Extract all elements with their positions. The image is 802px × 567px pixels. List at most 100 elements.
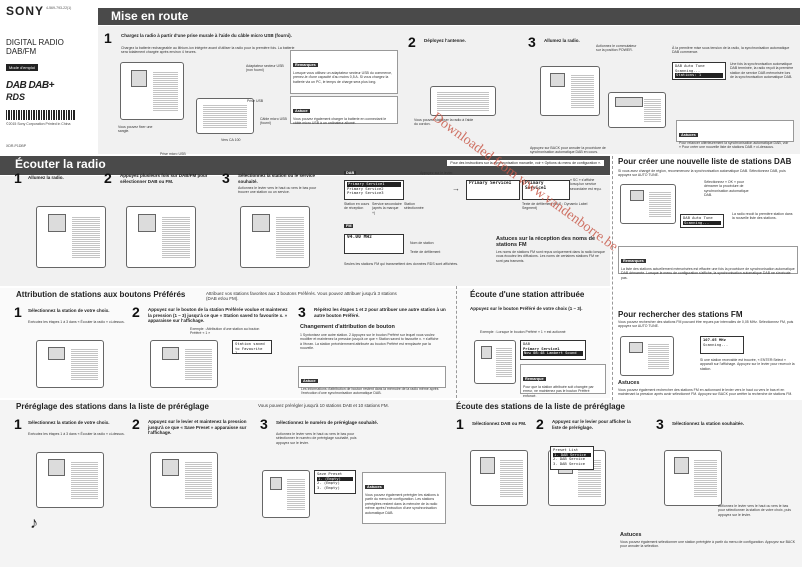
lcd-create-list-line2: Scanning...: [683, 220, 721, 226]
preset-step1-number: 1: [14, 304, 22, 320]
lcd-dab-list-row3: Primary Service3: [347, 190, 384, 196]
setup-tip-title: Astuce: [293, 109, 310, 113]
preset-title: Attribution de stations aux boutons Préf…: [16, 290, 186, 299]
setup-remarks-title: Remarques: [293, 63, 318, 67]
lcd-favourite-dls: Now 08:48 Lambert Sound: [523, 351, 583, 356]
plisten-title: Écoute des stations de la liste de préré…: [456, 402, 625, 411]
lcd-favourite-band: DAB: [523, 341, 530, 346]
preset-step1-note: Exécutez les étapes 1 à 3 dans « Écouter…: [28, 320, 125, 324]
preset-step3-text: Répétez les étapes 1 et 2 pour attribuer…: [314, 307, 446, 318]
label-usb-socket: Prise USB: [247, 99, 264, 103]
preset-step3-number: 3: [298, 304, 306, 320]
plisten-step2-text: Appuyez sur le levier pour afficher la l…: [552, 419, 631, 430]
lcd-preset-list: Preset List 1. DAB Service 2. DAB Servic…: [550, 446, 594, 470]
setup-tips-box: Astuces Pour relancer ultérieurement la …: [676, 120, 794, 149]
lcd-dab-playing-name: Primary Service1: [469, 181, 512, 186]
dab-label-selected: Station sélectionnée: [404, 202, 424, 211]
create-remarks-title: Remarques: [621, 259, 646, 263]
radio-illustration-power: [540, 66, 600, 116]
divider: [612, 156, 613, 400]
lcd-favourite: DAB Primary Service1 Now 08:48 Lambert S…: [520, 340, 586, 360]
lcd-dab-list-row2: Primary Service2: [347, 185, 384, 191]
lcd-auto-tune-line1: DAB Auto Tune: [675, 63, 705, 68]
radio-illustration-plisten3: [664, 450, 722, 506]
dab-label-dls: Texte de défilement (DLS : Dynamic Label…: [522, 202, 588, 211]
dab-label-secondary: Service secondaire (après la marque +): [372, 202, 402, 215]
lcd-fm-search-status: Scanning...: [703, 341, 729, 347]
setup-step1-note: Chargez la batterie rechargeable au lith…: [121, 46, 295, 55]
document-number: 4-569-793-22(1): [46, 6, 72, 10]
lcd-create-list: DAB Auto Tune Scanning...: [680, 214, 724, 228]
radio-illustration-plist3: [262, 470, 310, 518]
lcd-dab-list-row1: Primary Service1: [347, 181, 401, 187]
lcd-auto-tune-line2: Scanning...: [675, 67, 701, 73]
radio-illustration-preset2: [150, 340, 218, 388]
lcd-fm-search: 107.05 MHz Scanning...: [700, 336, 744, 354]
listen-step3-note: Actionnez le levier vers le haut ou vers…: [238, 186, 317, 195]
plisten-step2-number: 2: [536, 416, 544, 432]
fm-rds-note: Seules les stations FM qui transmettent …: [344, 262, 459, 266]
setup-tips-text: Pour relancer ultérieurement la synchron…: [679, 141, 789, 150]
listen-manual-note: Pour des instructions sur la synchronisa…: [447, 160, 604, 166]
setup-step3-number: 3: [528, 34, 536, 50]
radio-illustration-charge: [120, 62, 184, 120]
preset-tip-text: Les informations d'attribution de bouton…: [301, 387, 439, 396]
setup-step1-text: Chargez la radio à partir d'une prise mu…: [121, 33, 292, 38]
fm-label-station-name: Nom de station: [410, 241, 434, 245]
listen-step1-number: 1: [14, 170, 22, 186]
setup-step1-number: 1: [104, 30, 112, 46]
preset-list-title: Préréglage des stations dans la liste de…: [16, 402, 209, 411]
fm-label-scroll-text: Texte de défilement: [410, 250, 441, 254]
language-badge: Mode d'emploi: [6, 64, 38, 71]
setup-step2-number: 2: [408, 34, 416, 50]
radio-illustration-back: [608, 92, 666, 128]
lcd-fm-frequency: 94.00 MHz: [347, 235, 372, 240]
plist-step2-number: 2: [132, 416, 140, 432]
plisten-step1-text: Sélectionnez DAB ou FM.: [472, 421, 527, 426]
lcd-create-list-line1: DAB Auto Tune: [683, 215, 713, 220]
plist-step2-text: Appuyez sur le levier et maintenez la pr…: [148, 419, 247, 435]
radio-illustration-autotune: [620, 184, 676, 224]
radio-illustration-preset1: [36, 340, 104, 388]
dab-press-lever-label: Appuyez sur le levier.: [420, 171, 454, 175]
setup-step3-right-note: Une fois la synchronisation automatique …: [730, 62, 794, 80]
preset-list-subtitle: Vous pouvez prérégler jusqu'à 10 station…: [258, 403, 389, 408]
plist-step3-note: Actionnez le levier vers le haut ou vers…: [276, 432, 357, 445]
plist-tips-text: Vous pouvez également prérégler les stat…: [365, 493, 439, 515]
create-list-intro: Si vous avez changé de région, recommenc…: [618, 169, 786, 178]
lcd-fm-search-freq: 107.05 MHz: [703, 337, 726, 342]
favourite-listen-step: Appuyez sur le bouton Préféré de votre c…: [470, 306, 583, 311]
radio-illustration-favourite: [474, 340, 516, 384]
radio-illustration-plist2: [150, 452, 218, 508]
search-fm-intro: Vous pouvez rechercher des stations FM p…: [618, 320, 794, 329]
lcd-station-saved: Station saved to Favourite 1.: [232, 340, 272, 356]
search-fm-tips-title: Astuces: [618, 380, 640, 386]
product-title-line2: DAB/FM: [6, 47, 37, 56]
lcd-preset-list-row3: 3. DAB Service: [553, 460, 586, 466]
model-number: XDR-P1DBP: [6, 144, 27, 148]
listen-step2-text: Appuyez plusieurs fois sur DAB/FM pour s…: [120, 173, 208, 184]
preset-change-text: 1 Syntonisez une autre station. 2 Appuye…: [300, 333, 439, 351]
arrow-icon: →: [452, 184, 460, 193]
preset-step2-note: Exemple : Attribution d'une station au b…: [190, 327, 260, 336]
rds-logo: RDS: [6, 92, 26, 102]
plist-step3-text: Sélectionnez le numéro de préréglage sou…: [276, 420, 379, 425]
radio-illustration-fm-search: [620, 336, 674, 376]
dab-label-current: Station en cours de réception: [344, 202, 370, 211]
favourite-listen-title: Écoute d'une station attribuée: [470, 290, 585, 299]
lcd-preset-list-head: Preset List: [553, 447, 579, 452]
lcd-dab-secondary: Primary Service1: [522, 180, 570, 200]
favourite-listen-example: Exemple : Lorsque le bouton Préféré « 1 …: [480, 330, 566, 334]
copyright-text: ©2015 Sony Corporation Printed in China: [6, 122, 71, 126]
product-title-line1: DIGITAL RADIO: [6, 38, 64, 47]
lcd-save-preset: Save Preset 1. (Empty) 2. (Empty) 3. (Em…: [314, 470, 356, 494]
preset-step1-text: Sélectionnez la station de votre choix.: [28, 308, 110, 313]
preset-change-title: Changement d'attribution de bouton: [300, 324, 395, 330]
listen-step3-number: 3: [222, 170, 230, 186]
dab-sc-label: « SC » s'affiche lorsqu'un service secon…: [570, 178, 602, 191]
lcd-save-preset-row2: 2. (Empty): [317, 480, 340, 486]
lcd-station-saved-line2: to Favourite 1.: [235, 345, 263, 356]
preset-tip-title: Astuce: [301, 379, 318, 383]
tab-fm: FM: [344, 224, 354, 228]
music-note-icon: ♪: [30, 515, 38, 532]
